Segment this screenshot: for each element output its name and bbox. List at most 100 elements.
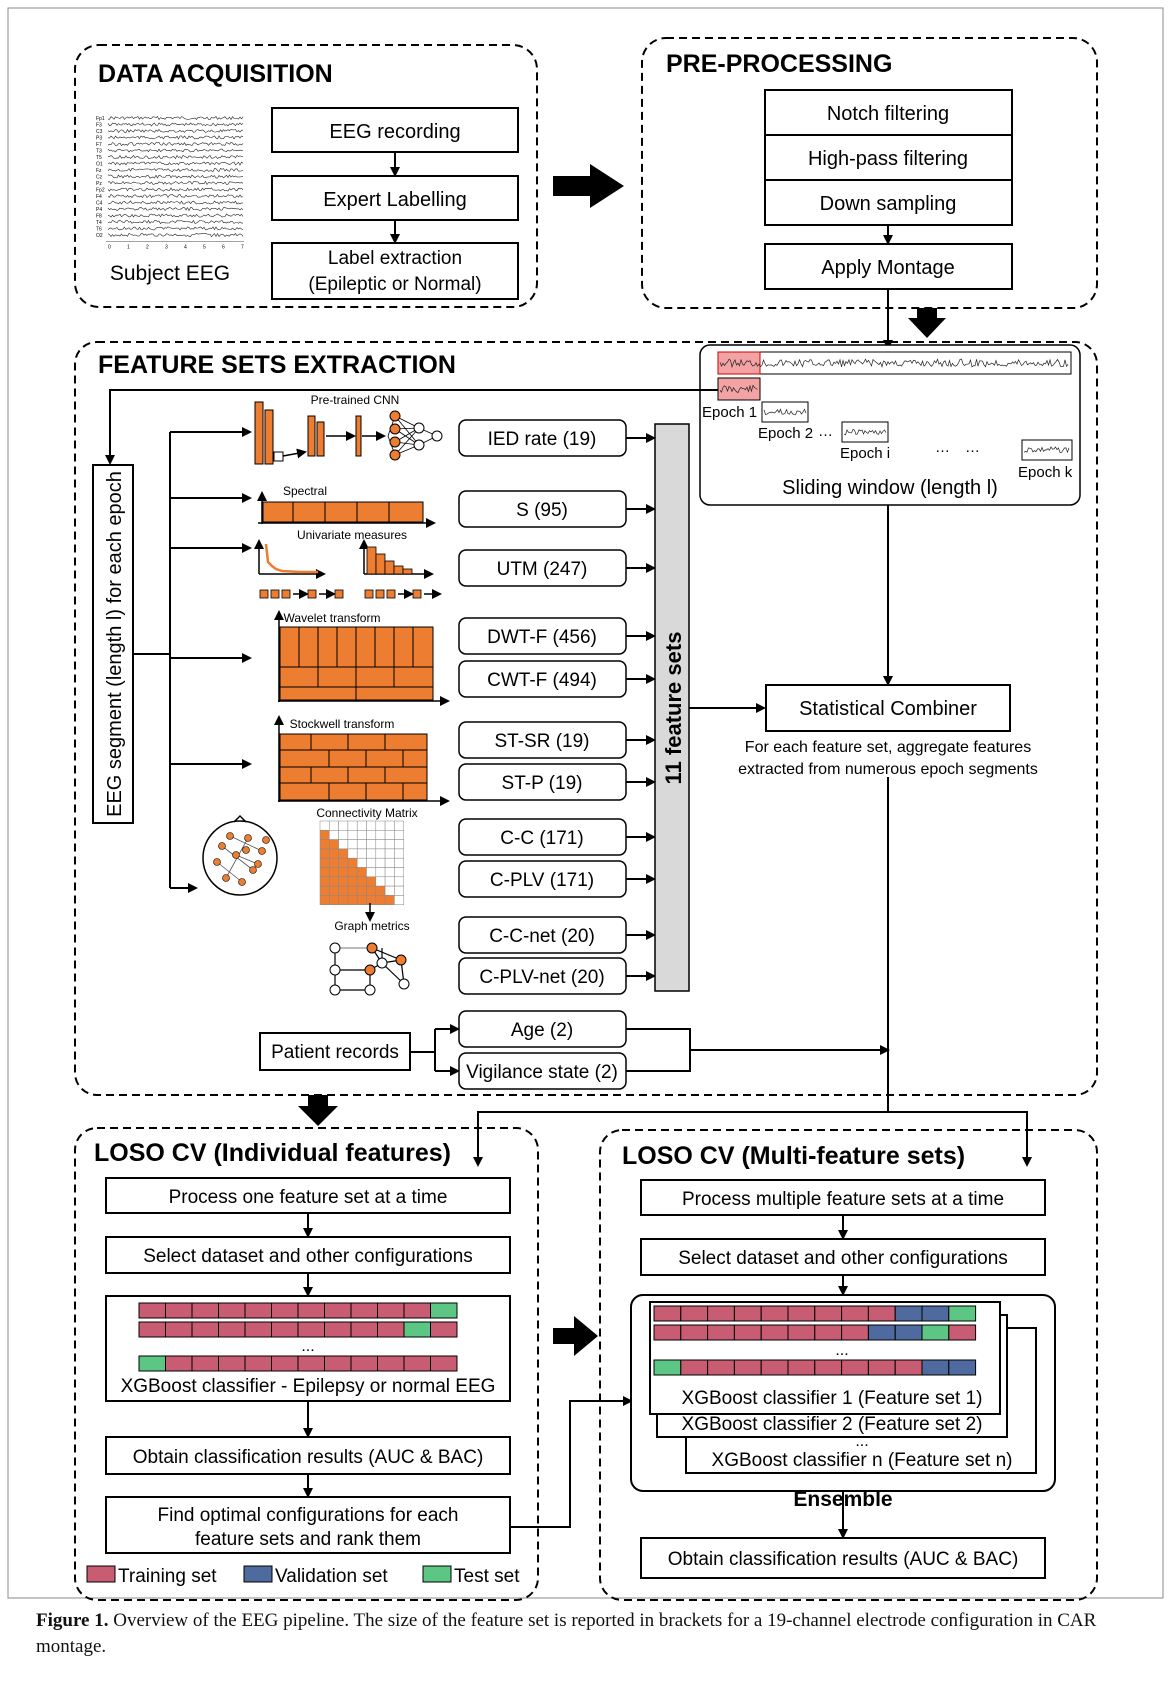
matrix-cell [394,830,404,840]
fold-cell [191,1355,219,1372]
feature-sets-bar [654,423,690,992]
fold-cell [244,1321,272,1338]
matrix-cell [366,885,377,896]
eeg-channel-trace [107,148,244,153]
fold-cell [867,1305,896,1322]
ind-optimal-box [105,1496,511,1554]
feature-set-label: IED rate (19) [488,429,597,450]
eeg-channel-trace [107,193,244,198]
fold-cell [324,1302,352,1319]
big-arrow-feat-loso [298,1095,338,1126]
ind-step1-box [105,1177,511,1214]
epochi-trace [843,428,887,436]
eeg-time-tick: 3 [165,245,168,251]
fold-cell [814,1324,843,1341]
feature-sets-bar-label: 11 feature sets [661,632,686,785]
eeg-channel-trace [107,180,244,186]
statistical-combiner-box [765,684,1011,732]
fold-cell [841,1359,869,1376]
fold-cell [271,1355,299,1372]
ind-step2-label: Select dataset and other configurations [143,1246,473,1267]
matrix-cell [319,848,330,859]
matrix-cell [347,876,358,887]
loso-individual-panel [74,1127,539,1601]
matrix-cell [319,867,330,878]
arrow-to-individual [473,1111,888,1167]
matrix-cell [338,885,349,896]
eeg-time-tick: 6 [222,245,225,251]
matrix-cell [347,885,358,896]
fold-cell [350,1355,378,1372]
fold-cell [707,1359,735,1376]
eeg-recording-label: EEG recording [329,121,460,143]
legend-test-label: Test set [454,1566,520,1587]
eeg-channel-label: P3 [96,136,102,142]
feature-set-label: CWT-F (494) [487,670,597,691]
eeg-segment-box [92,464,134,824]
matrix-cell [319,885,330,896]
epoch-ellipsis-1: … [818,423,833,440]
epochk-trace [1023,446,1070,454]
univariate-label: Univariate measures [297,528,407,542]
matrix-cell [384,830,395,840]
spectral-icon [257,491,436,528]
big-arrow-ind-multi [553,1316,598,1356]
fold-cell [165,1355,193,1372]
multi-step2-label: Select dataset and other configurations [678,1248,1008,1269]
combiner-desc-line2: extracted from numerous epoch segments [738,761,1038,778]
matrix-cell [356,848,367,859]
matrix-cell [375,876,386,887]
fold-cell [894,1324,923,1341]
matrix-cell [375,820,386,831]
eeg-channel-trace [107,122,244,127]
eeg-channel-trace [107,206,244,212]
age-label: Age (2) [511,1020,573,1041]
matrix-cell [384,839,395,850]
matrix-cell [347,867,358,878]
univariate-icon [254,539,442,599]
fold-cell [948,1324,977,1341]
electrode-head-icon [202,814,278,896]
matrix-cell [329,885,339,896]
matrix-cell [338,820,349,831]
eeg-channel-label: T6 [96,227,102,233]
eeg-channel-trace [107,213,244,218]
fold-cell [760,1359,789,1376]
matrix-cell [338,857,349,868]
eeg-channel-label: F7 [96,142,102,148]
patient-merge [626,1028,691,1072]
matrix-cell [375,848,386,859]
matrix-cell [319,830,330,840]
full-signal-trace [719,358,1069,369]
arrow-optimal-to-ensemble [510,1396,633,1528]
matrix-cell [394,839,404,850]
fold-cell [653,1305,682,1322]
epochi-box [841,421,889,443]
matrix-cell [356,857,367,868]
matrix-cell [366,867,377,878]
eeg-time-tick: 2 [146,245,149,251]
ind-step2-box [105,1236,511,1274]
matrix-cell [394,848,404,859]
fold-cell [271,1321,299,1338]
epoch2-trace [763,408,807,416]
matrix-cell [329,895,339,905]
fold-cell [707,1305,735,1322]
epoch1-label: Epoch 1 [702,404,757,421]
fold-cell [403,1321,431,1338]
feature-set-label: ST-SR (19) [494,731,589,752]
multi-step1-label: Process multiple feature sets at a time [682,1189,1004,1210]
fold-cell [760,1305,789,1322]
eeg-channel-trace [107,135,244,140]
acquisition-title: DATA ACQUISITION [98,60,333,88]
epochi-label: Epoch i [840,445,890,462]
eeg-channel-trace [107,200,244,205]
eeg-channel-label: F3 [96,123,102,129]
patient-records-label: Patient records [271,1042,399,1063]
eeg-channel-label: T5 [96,155,102,161]
eeg-channel-label: T4 [96,220,102,226]
matrix-cell [366,876,377,887]
epoch1-box [717,377,761,401]
matrix-cell [319,857,330,868]
